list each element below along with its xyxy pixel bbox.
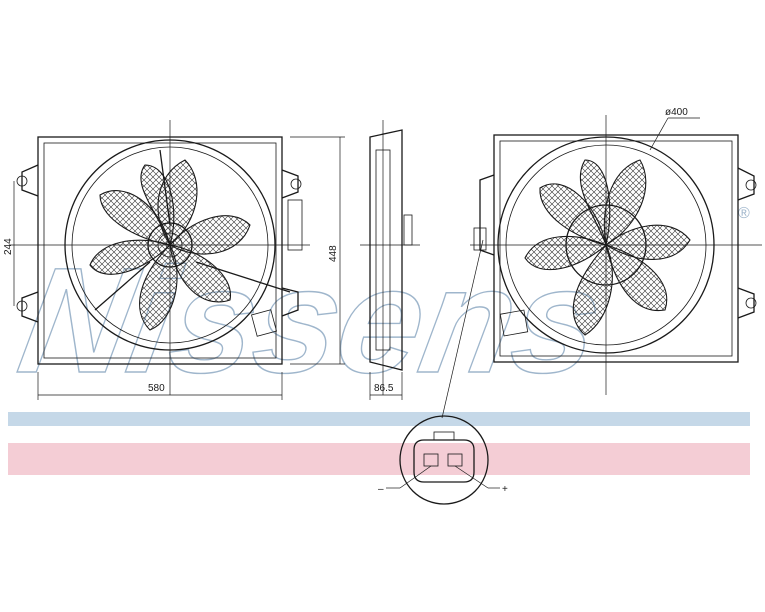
watermark-pink-stripe (8, 443, 750, 475)
connector-plus-label: + (502, 484, 508, 495)
connector-leader-line (441, 239, 484, 419)
rear-connector-socket (473, 227, 487, 251)
rear-view: ø400 (470, 107, 762, 395)
front-shroud-inner (43, 142, 277, 359)
connector-minus-label: – (378, 484, 384, 495)
connector-latch (433, 431, 455, 441)
left-upper-ear (21, 164, 39, 197)
left-lower-ear (21, 291, 39, 323)
right-upper-ear (281, 169, 299, 199)
trademark-mark: ® (738, 205, 750, 222)
dim-width-label: 580 (148, 383, 165, 394)
connector-detail-circle (399, 415, 489, 505)
rear-shroud-frame (493, 134, 739, 363)
front-side-connector (287, 199, 303, 251)
right-upper-bolt (290, 178, 302, 190)
left-upper-bolt (16, 175, 28, 187)
front-support-struts (94, 149, 291, 311)
rear-shroud-inner (499, 140, 733, 357)
rear-left-bracket (479, 174, 495, 256)
dim-diameter-label: ø400 (665, 107, 688, 118)
rear-plug-housing (499, 309, 529, 337)
dim-mount-offset-label: 244 (3, 238, 14, 255)
connector-body (413, 439, 475, 483)
front-shroud-frame (37, 136, 283, 365)
dim-leader-diameter (649, 117, 669, 151)
side-profile (369, 129, 403, 371)
connector-detail: – + (378, 239, 508, 505)
watermark-blue-stripe (8, 412, 750, 426)
right-lower-ear (281, 287, 299, 317)
front-view: 244 580 448 (3, 120, 345, 400)
rear-right-lower-bolt (745, 297, 757, 309)
rear-right-lower-ear (737, 287, 755, 319)
rear-fan-blades (524, 159, 691, 336)
rear-right-upper-bolt (745, 179, 757, 191)
dim-depth-label: 86.5 (374, 383, 394, 394)
side-view: 86.5 (360, 120, 420, 400)
dim-height-label: 448 (328, 245, 339, 262)
front-plug-housing (251, 309, 277, 337)
left-lower-bolt (16, 300, 28, 312)
rear-right-upper-ear (737, 167, 755, 201)
